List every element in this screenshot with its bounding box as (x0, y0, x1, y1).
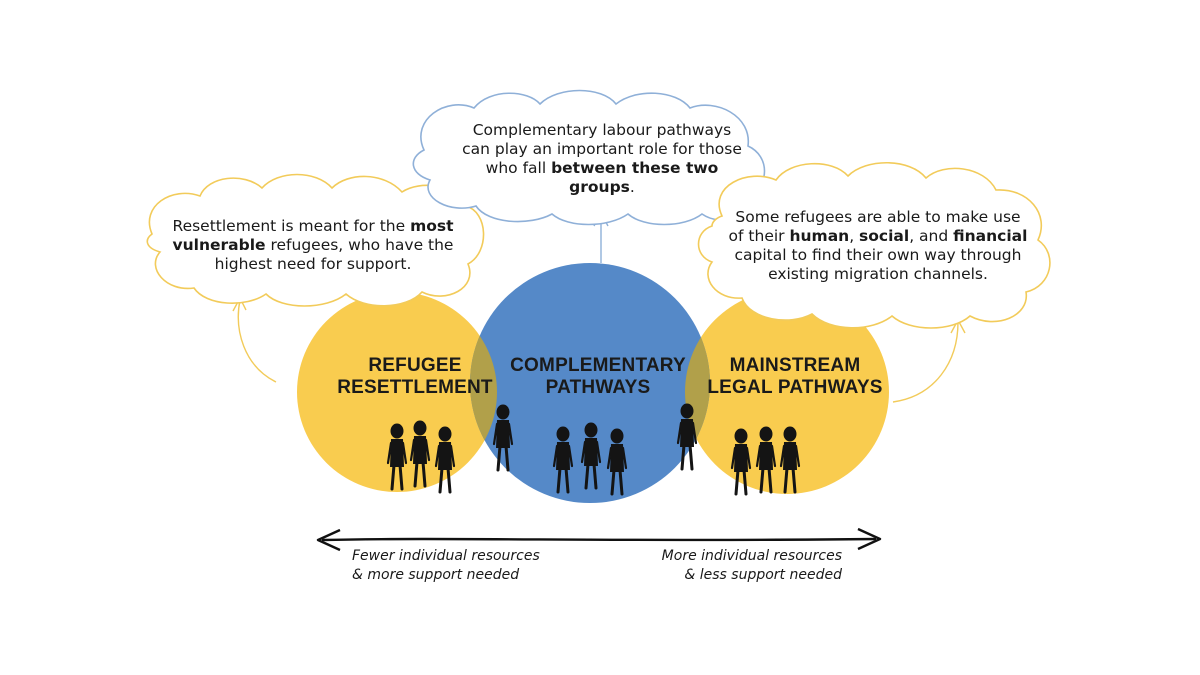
person-body (413, 436, 427, 464)
person-body (496, 420, 510, 448)
person-body (759, 442, 773, 470)
person-legs (413, 460, 427, 488)
person-arms (755, 444, 777, 468)
person-legs (438, 466, 452, 494)
scale-arrow-line (321, 537, 877, 542)
person-arms (386, 441, 408, 465)
person-body (783, 442, 797, 470)
cloud-text-run: . (629, 178, 635, 196)
person-figure (434, 426, 456, 494)
cloud-text-mainstream: Some refugees are able to make use of th… (728, 208, 1028, 284)
person-body (390, 439, 404, 467)
label-complementary-pathways: COMPLEMENTARY PATHWAYS (498, 355, 698, 399)
person-legs (584, 462, 598, 490)
person-arms (434, 444, 456, 468)
person-arms (676, 421, 698, 445)
person-legs (783, 466, 797, 494)
axis-line: & less support needed (684, 567, 842, 583)
person-head (413, 420, 427, 436)
label-line: MAINSTREAM (729, 355, 861, 376)
cloud-text-emphasis: most vulnerable (172, 217, 454, 254)
cloud-text-run: Some refugees are able to make use of th… (728, 208, 1021, 245)
cloud-text-run: Complementary labour pathways can play a… (462, 121, 742, 177)
cloud-left (146, 173, 485, 307)
person-head (759, 426, 773, 442)
person-body (680, 419, 694, 447)
person-body (584, 438, 598, 466)
axis-line: Fewer individual resources (352, 548, 540, 564)
person-figure (676, 403, 698, 471)
person-body (734, 444, 748, 472)
person-figure (606, 428, 628, 496)
scale-arrowhead-left (316, 528, 341, 552)
label-line: PATHWAYS (545, 377, 651, 398)
person-arms (409, 438, 431, 462)
person-arms (606, 446, 628, 470)
person-arms (552, 444, 574, 468)
person-figure (779, 426, 801, 494)
cloud-text-run: capital to find their own way through ex… (734, 246, 1022, 283)
cloud-text-run: , and (909, 227, 954, 245)
person-head (390, 423, 404, 439)
people-figures (386, 403, 801, 496)
person-figure (492, 404, 514, 472)
person-legs (680, 443, 694, 471)
axis-label-more-resources: More individual resources & less support… (640, 547, 842, 585)
scale-arrowhead-right (857, 527, 882, 551)
arrow-right-to-cloud (892, 321, 959, 403)
person-body (438, 442, 452, 470)
circle-mainstream-legal-pathways (685, 290, 889, 494)
label-refugee-resettlement: REFUGEE RESETTLEMENT (325, 355, 505, 399)
person-head (496, 404, 510, 420)
axis-line: More individual resources (661, 548, 842, 564)
person-head (680, 403, 694, 419)
cloud-text-run: refugees, who have the highest need for … (214, 236, 454, 273)
person-arms (492, 422, 514, 446)
label-line: RESETTLEMENT (337, 377, 493, 398)
person-head (438, 426, 452, 442)
person-legs (390, 463, 404, 491)
person-legs (556, 466, 570, 494)
person-head (556, 426, 570, 442)
person-legs (734, 468, 748, 496)
axis-line: & more support needed (352, 567, 520, 583)
cloud-text-emphasis: social (859, 227, 910, 245)
label-mainstream-legal-pathways: MAINSTREAM LEGAL PATHWAYS (690, 355, 900, 399)
person-body (556, 442, 570, 470)
cloud-text-complementary: Complementary labour pathways can play a… (462, 121, 742, 197)
person-figure (730, 428, 752, 496)
person-arms (779, 444, 801, 468)
axis-label-fewer-resources: Fewer individual resources & more suppor… (352, 547, 572, 585)
person-figure (755, 426, 777, 494)
circle-complementary-pathways (470, 263, 710, 503)
person-legs (496, 444, 510, 472)
person-head (610, 428, 624, 444)
cloud-text-emphasis: financial (953, 227, 1028, 245)
person-legs (759, 466, 773, 494)
cloud-text-run: , (849, 227, 860, 245)
person-arms (730, 446, 752, 470)
person-head (584, 422, 598, 438)
person-figure (386, 423, 408, 491)
cloud-text-emphasis: human (789, 227, 850, 245)
label-line: REFUGEE (368, 355, 462, 376)
person-body (610, 444, 624, 472)
cloud-text-resettlement: Resettlement is meant for the most vulne… (168, 217, 458, 274)
person-arms (580, 440, 602, 464)
person-figure (580, 422, 602, 490)
person-legs (610, 468, 624, 496)
cloud-right (697, 161, 1051, 329)
cloud-text-emphasis: between these two groups (551, 159, 719, 196)
label-line: COMPLEMENTARY (510, 355, 686, 376)
cloud-text-run: Resettlement is meant for the (172, 217, 411, 235)
person-head (734, 428, 748, 444)
person-figure (409, 420, 431, 488)
label-line: LEGAL PATHWAYS (707, 377, 883, 398)
person-head (783, 426, 797, 442)
arrow-left-to-cloud (237, 299, 277, 383)
person-figure (552, 426, 574, 494)
